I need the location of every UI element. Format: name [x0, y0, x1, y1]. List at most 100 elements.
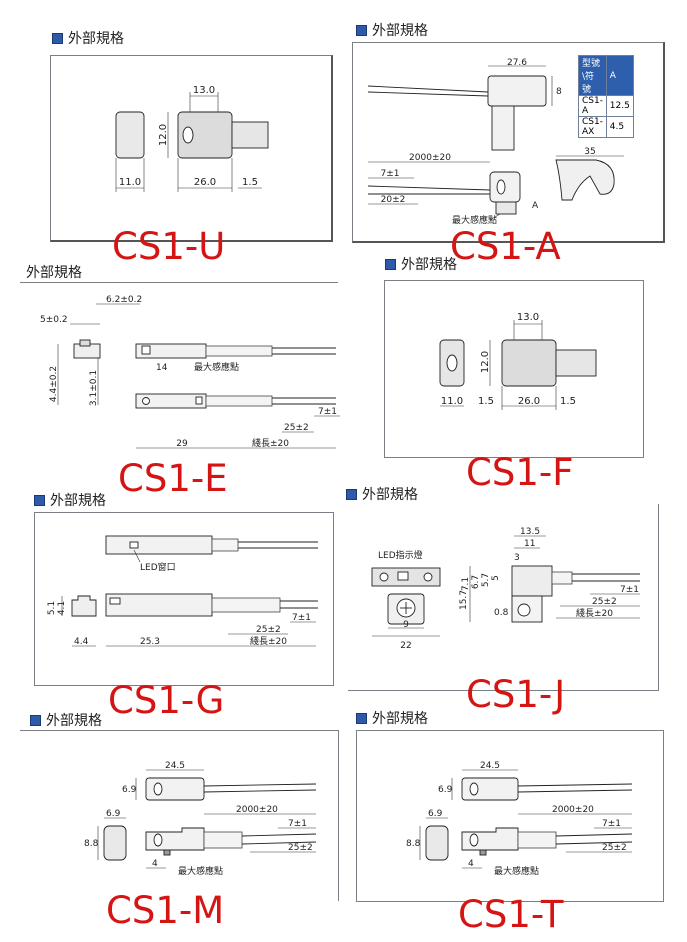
dim-text: 13.0 — [193, 85, 215, 96]
led-label: LED指示燈 — [378, 549, 423, 561]
model-label: CS1-G — [108, 679, 225, 722]
spec-header: 外部規格 — [385, 254, 457, 274]
dim-text: 4.4±0.2 — [49, 366, 59, 402]
dim-text: 29 — [176, 439, 188, 449]
dim-text: 20±2 — [381, 195, 406, 205]
point-label: 最大感應點 — [178, 865, 223, 877]
header-square-icon — [346, 488, 357, 500]
dim-text: 4 — [468, 859, 474, 869]
dim-text: 2000±20 — [409, 153, 451, 163]
dim-text: 0.8 — [494, 608, 509, 618]
spec-header: 外部規格 — [52, 28, 124, 48]
dim-text: 8.8 — [84, 839, 99, 849]
dim-text: 7±1 — [381, 169, 400, 179]
model-label: CS1-M — [106, 889, 225, 932]
dim-text: 12.0 — [158, 124, 169, 146]
dim-text: 25±2 — [602, 843, 627, 853]
led-label: LED窗口 — [140, 561, 176, 573]
dim-text: 25±2 — [256, 625, 281, 635]
table-header: 型號\符號 — [578, 55, 607, 96]
dim-text: 6.7 — [471, 575, 481, 589]
dim-text: 11.0 — [119, 177, 141, 188]
dim-text: 35 — [584, 147, 595, 157]
dim-text: 1.5 — [560, 396, 576, 407]
spec-header: 外部規格 — [346, 484, 418, 504]
spec-header: 外部規格 — [356, 20, 428, 40]
panel-frame — [384, 280, 644, 458]
dim-text: 27.6 — [507, 58, 527, 68]
model-label: CS1-U — [112, 225, 226, 268]
dim-text: 6.9 — [122, 785, 137, 795]
panel-frame — [356, 730, 664, 902]
header-square-icon — [356, 24, 367, 36]
panel-frame — [352, 42, 665, 243]
dim-text: 24.5 — [165, 761, 185, 771]
dim-text: 6.2±0.2 — [106, 295, 142, 305]
point-label: 最大感應點 — [452, 214, 497, 226]
dim-text: 7.1 — [461, 577, 471, 591]
model-label: CS1-A — [450, 225, 561, 268]
model-label: CS1-E — [118, 457, 228, 500]
panel-frame — [20, 282, 338, 469]
dim-text: 11.0 — [441, 396, 463, 407]
dim-text: 綫長±20 — [252, 437, 289, 449]
dim-text: 1.5 — [242, 177, 258, 188]
dim-text: 5 — [491, 575, 501, 581]
panel-frame — [20, 730, 339, 901]
dim-text: 24.5 — [480, 761, 500, 771]
dim-text: 14 — [156, 363, 168, 373]
dim-text: 7±1 — [292, 613, 311, 623]
dim-text: 3 — [514, 553, 520, 563]
dim-text: 6.9 — [438, 785, 453, 795]
dim-text: 5±0.2 — [40, 315, 68, 325]
header-square-icon — [385, 258, 396, 270]
dim-text: 2000±20 — [236, 805, 278, 815]
panel-frame — [34, 512, 334, 686]
dim-text: 25±2 — [592, 597, 617, 607]
dim-text: 25.3 — [140, 637, 160, 647]
header-square-icon — [356, 712, 367, 724]
dim-text: 7±1 — [288, 819, 307, 829]
model-label: CS1-T — [458, 893, 564, 936]
header-square-icon — [52, 32, 63, 44]
dim-text: 4.4 — [74, 637, 89, 647]
dim-text: 綫長±20 — [250, 635, 287, 647]
dim-text: 8.8 — [406, 839, 421, 849]
dim-text: 13.0 — [517, 312, 539, 323]
dim-text: 4 — [152, 859, 158, 869]
dim-text: 12.0 — [480, 351, 491, 373]
dim-text: 7±1 — [620, 585, 639, 595]
dim-text: 25±2 — [284, 423, 309, 433]
dim-text: 6.9 — [428, 809, 443, 819]
panel-frame — [348, 504, 659, 691]
dim-text: 15.7 — [459, 590, 469, 610]
dim-text: 26.0 — [194, 177, 216, 188]
header-square-icon — [30, 714, 41, 726]
dim-text: 11 — [524, 539, 535, 549]
dim-text: 5.7 — [481, 573, 491, 587]
spec-header: 外部規格 — [30, 710, 102, 730]
dim-text: 5.1 — [47, 601, 57, 615]
dim-text: 1.5 — [478, 396, 494, 407]
dim-text: 13.5 — [520, 527, 540, 537]
model-label: CS1-F — [466, 451, 574, 494]
spec-header: 外部規格 — [356, 708, 428, 728]
dim-text: 9 — [403, 620, 409, 630]
dim-text: 7±1 — [602, 819, 621, 829]
header-square-icon — [34, 494, 45, 506]
dim-text: 25±2 — [288, 843, 313, 853]
spec-header: 外部規格 — [34, 490, 106, 510]
dim-text: 6.9 — [106, 809, 121, 819]
dim-text: 2000±20 — [552, 805, 594, 815]
dim-text: 26.0 — [518, 396, 540, 407]
